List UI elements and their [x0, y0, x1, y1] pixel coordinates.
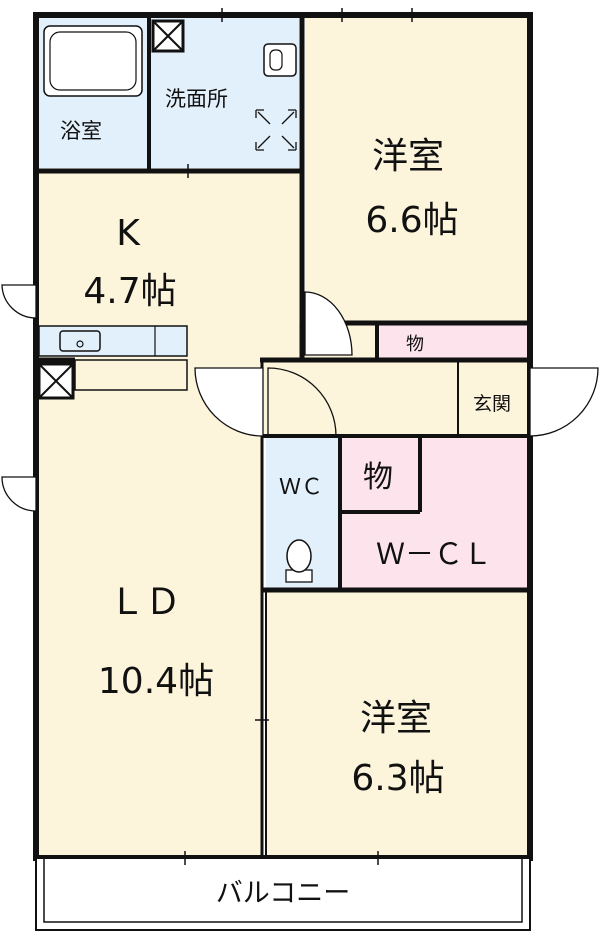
washing-machine-icon [255, 109, 297, 151]
storage-wc-inner-fill [345, 439, 417, 511]
toilet-icon [285, 539, 313, 583]
opening-ticks [184, 8, 413, 865]
duct-shaft-icon [151, 19, 185, 53]
duct-shaft-icon [37, 362, 75, 400]
balcony-label: バルコニー [216, 878, 350, 909]
bath-label: 浴室 [60, 119, 102, 143]
living-dining-fill [39, 360, 263, 855]
entrance-fill [458, 360, 527, 436]
balcony-outline [35, 857, 531, 931]
wc-label: ＷＣ [279, 475, 323, 500]
storage-small-fill [380, 323, 527, 360]
kitchen-counter-lower [74, 359, 188, 391]
balcony-inner [43, 857, 523, 923]
western-room-1-label: 洋室 [372, 136, 444, 177]
kitchen-sink-icon [59, 330, 101, 352]
western-room-2-fill [266, 588, 527, 855]
western-room-2-label: 洋室 [360, 698, 432, 739]
western-room-1-size: 6.6帖 [365, 200, 458, 241]
kitchen-label: K [116, 213, 141, 254]
western-room-2-size: 6.3帖 [351, 758, 444, 799]
corridor-fill [263, 360, 458, 436]
washbasin-icon [263, 43, 297, 77]
wcl-label: Ｗ－ＣＬ [376, 537, 492, 571]
storage-wc-label: 物 [363, 460, 393, 495]
living-dining-size: 10.4帖 [98, 661, 214, 702]
door-swing-icon [1, 284, 599, 512]
washroom-label: 洗面所 [165, 87, 228, 111]
kitchen-counter [38, 325, 188, 357]
western-room-1-fill [305, 18, 527, 323]
kitchen-size: 4.7帖 [83, 271, 176, 312]
entrance-label: 玄関 [473, 393, 511, 415]
storage-small-label: 物 [406, 334, 424, 355]
bathtub-icon [43, 25, 143, 97]
living-dining-label: ＬＤ [109, 582, 181, 623]
